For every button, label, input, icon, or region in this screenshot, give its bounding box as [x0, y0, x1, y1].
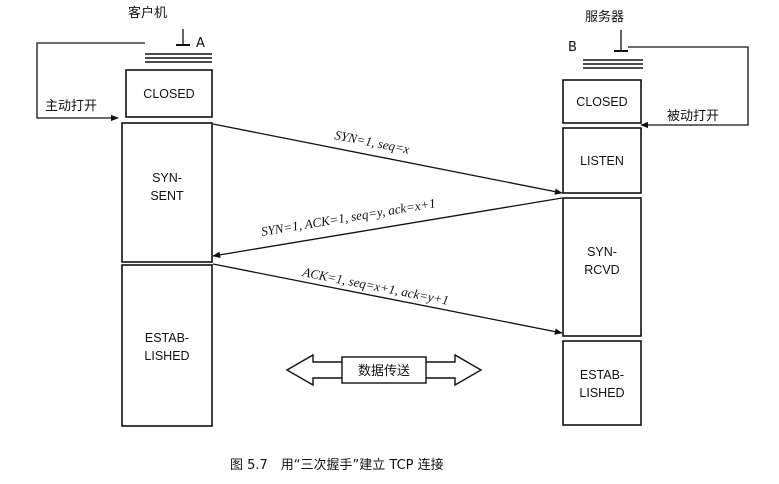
- passive-open-label: 被动打开: [667, 109, 719, 124]
- server-computer-icon: [583, 30, 643, 69]
- server-state-established-label-2: LISHED: [579, 386, 624, 400]
- syn-message-arrow: [212, 123, 563, 195]
- data-transfer-label: 数据传送: [358, 364, 410, 379]
- server-state-listen: [562, 127, 642, 194]
- server-state-syn-rcvd-label-2: RCVD: [584, 263, 619, 277]
- ack-message-arrow: [212, 263, 563, 335]
- syn-ack-message-label: SYN=1, ACK=1, seq=y, ack=x+1: [260, 195, 437, 239]
- server-state-syn-rcvd: [562, 197, 642, 337]
- client-state-syn-sent: [121, 122, 213, 263]
- active-open-arrow: [36, 42, 145, 122]
- server-state-closed: [562, 79, 642, 124]
- server-state-syn-rcvd-label-1: SYN-: [587, 245, 617, 259]
- server-state-closed-label: CLOSED: [576, 95, 627, 109]
- client-title: 客户机: [128, 5, 167, 21]
- server-title: 服务器: [585, 9, 624, 25]
- server-state-established-label-1: ESTAB-: [580, 368, 624, 382]
- server-id-label: B: [568, 40, 577, 55]
- server-state-established: [562, 340, 642, 426]
- client-id-label: A: [196, 36, 205, 51]
- client-computer-icon: [145, 29, 212, 63]
- server-state-listen-label: LISTEN: [580, 154, 624, 168]
- active-open-label: 主动打开: [45, 99, 97, 114]
- syn-ack-message-arrow: [212, 197, 563, 258]
- client-state-closed: [125, 69, 213, 118]
- client-state-established: [121, 264, 213, 427]
- passive-open-arrow: [628, 46, 749, 129]
- client-state-syn-sent-label-2: SENT: [150, 189, 184, 203]
- client-state-closed-label: CLOSED: [143, 87, 194, 101]
- client-state-established-label-1: ESTAB-: [145, 331, 189, 345]
- figure-caption: 图 5.7 用“三次握手”建立 TCP 连接: [230, 457, 444, 473]
- client-state-syn-sent-label-1: SYN-: [152, 171, 182, 185]
- syn-message-label: SYN=1, seq=x: [333, 127, 411, 157]
- client-state-established-label-2: LISHED: [144, 349, 189, 363]
- data-transfer-box: [341, 356, 427, 384]
